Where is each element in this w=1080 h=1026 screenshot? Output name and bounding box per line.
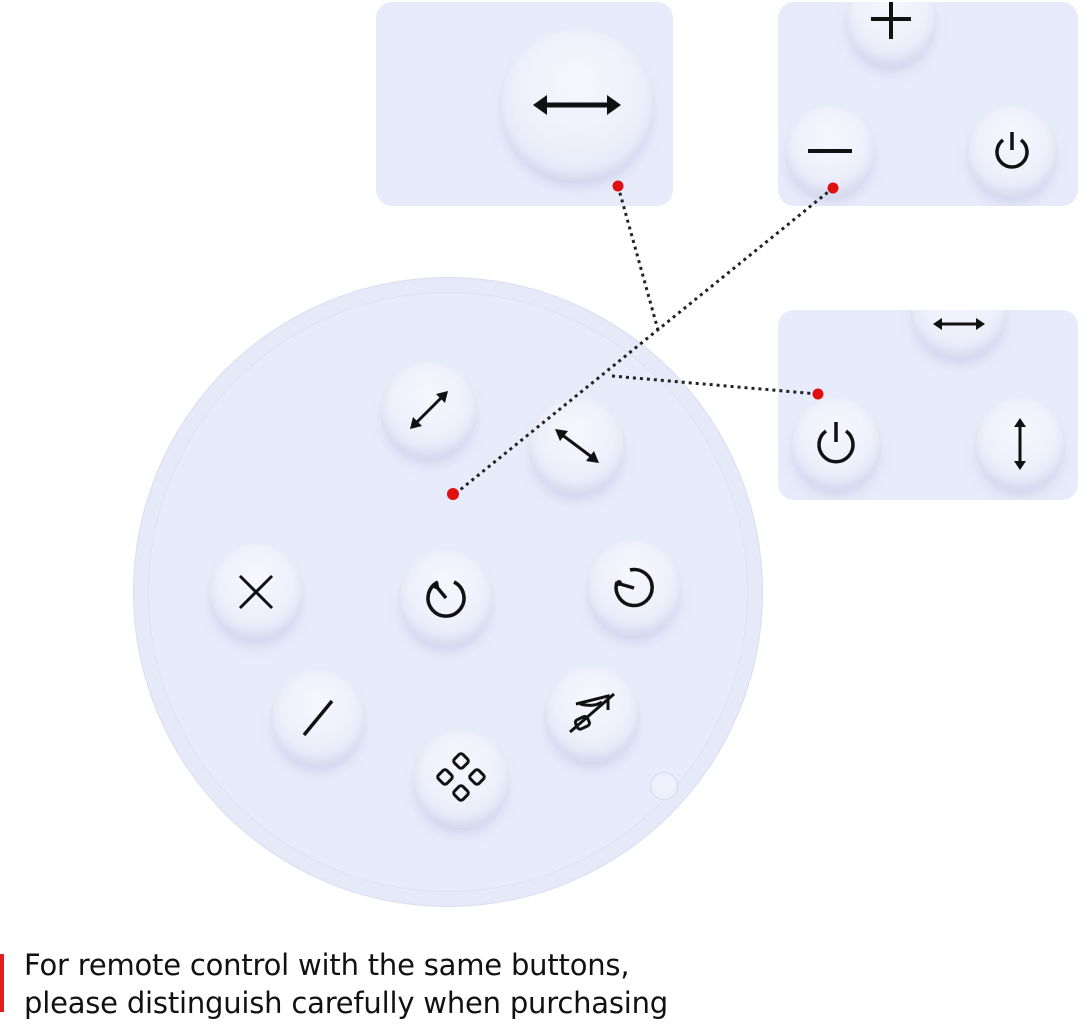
minus-button	[784, 106, 876, 196]
close-button	[208, 544, 304, 640]
vertical-oscillate-button	[974, 398, 1066, 490]
battery-notch	[650, 772, 678, 800]
horizontal-arrow-icon	[533, 95, 621, 115]
close-icon	[238, 574, 274, 610]
caption-accent-bar	[0, 954, 4, 1012]
timer-alt-button	[586, 540, 682, 636]
caption-line-1: For remote control with the same buttons…	[24, 948, 630, 982]
diagonal-oscillate-button	[380, 362, 478, 458]
diagonal-arrow-reverse-icon	[555, 429, 599, 463]
round-remote-control	[134, 278, 762, 906]
plus-icon	[871, 2, 911, 39]
inset-speed-power	[778, 2, 1078, 206]
caption: For remote control with the same buttons…	[0, 948, 1080, 1026]
mute-button	[544, 666, 640, 762]
caption-line-2: please distinguish carefully when purcha…	[24, 986, 668, 1020]
timer-icon	[426, 580, 466, 618]
minus-icon	[808, 149, 852, 153]
power-icon	[995, 132, 1029, 169]
plus-button	[845, 2, 937, 66]
inset-power-oscillate	[778, 310, 1078, 500]
timer-alt-icon	[614, 567, 654, 608]
horizontal-oscillate-button	[499, 29, 655, 181]
mute-icon	[569, 692, 615, 734]
diagonal-arrow-icon	[410, 391, 448, 429]
timer-button	[398, 550, 494, 646]
minus-slash-button	[270, 670, 366, 766]
horizontal-oscillate-button-small	[910, 310, 1008, 358]
minus-slash-icon	[302, 699, 334, 737]
power-button	[966, 106, 1058, 198]
horizontal-arrow-icon	[933, 318, 985, 331]
diagonal-reverse-oscillate-button	[528, 398, 626, 494]
power-icon	[817, 422, 855, 464]
inset-oscillate-horizontal	[376, 2, 673, 206]
power-button-round	[790, 398, 882, 490]
mode-button	[412, 730, 510, 828]
mode-grid-icon	[436, 752, 486, 802]
vertical-arrow-icon	[1014, 418, 1026, 470]
